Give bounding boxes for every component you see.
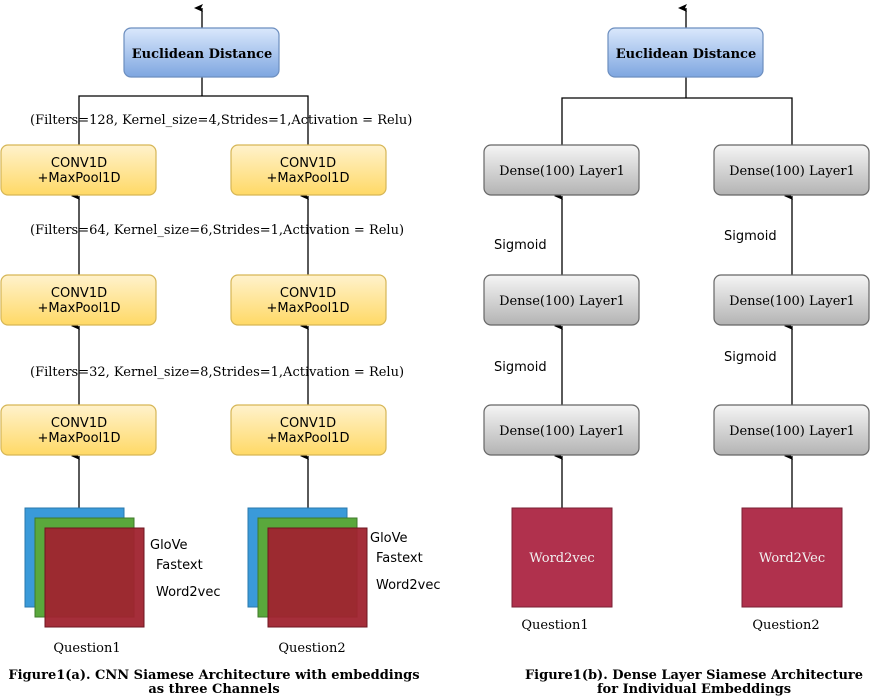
conv-node-q2-top: CONV1D +MaxPool1D xyxy=(230,144,387,196)
euclidean-distance-node-dense: Euclidean Distance xyxy=(607,27,764,78)
channel-word2vec xyxy=(267,527,368,628)
conv-label-line1: CONV1D xyxy=(51,286,107,301)
conv-node-q2-mid: CONV1D +MaxPool1D xyxy=(230,274,387,326)
edge-branch-join xyxy=(78,95,309,145)
channel-label-word2vec: Word2vec xyxy=(156,585,221,600)
question2-label: Question2 xyxy=(278,641,345,656)
word2vec-node-q1: Word2vec xyxy=(511,507,613,608)
conv-params-32: (Filters=32, Kernel_size=8,Strides=1,Act… xyxy=(30,365,404,380)
conv-node-q1-bottom: CONV1D +MaxPool1D xyxy=(0,404,157,456)
channel-label-word2vec: Word2vec xyxy=(376,578,441,593)
question1-label: Question1 xyxy=(521,618,588,633)
dense-edges xyxy=(554,4,793,508)
embedding-channels-q1: GloVe Fastext Word2vec xyxy=(24,507,221,628)
word2vec-label: Word2vec xyxy=(529,551,594,566)
conv-label-line1: CONV1D xyxy=(280,416,336,431)
edge-branch-join xyxy=(561,97,793,145)
dense-node-q1-top: Dense(100) Layer1 xyxy=(483,144,640,196)
channel-label-glove: GloVe xyxy=(370,531,408,546)
dense-node-q2-top: Dense(100) Layer1 xyxy=(713,144,870,196)
caption-cnn-line2: as three Channels xyxy=(148,682,279,697)
embedding-channels-q2: GloVe Fastext Word2vec xyxy=(247,507,441,628)
dense-label: Dense(100) Layer1 xyxy=(499,294,625,309)
dense-siamese-diagram: Euclidean Distance Dense(100) Layer1 Den… xyxy=(483,4,870,697)
conv-label-line2: +MaxPool1D xyxy=(267,171,350,186)
dense-label: Dense(100) Layer1 xyxy=(729,294,855,309)
dense-label: Dense(100) Layer1 xyxy=(729,164,855,179)
cnn-siamese-diagram: Euclidean Distance (Filters=128, Kernel_… xyxy=(0,4,441,697)
dense-node-q1-mid: Dense(100) Layer1 xyxy=(483,274,640,326)
conv-node-q1-top: CONV1D +MaxPool1D xyxy=(0,144,157,196)
cnn-edges xyxy=(71,4,309,508)
channel-label-fastext: Fastext xyxy=(376,551,423,566)
dense-node-q1-bottom: Dense(100) Layer1 xyxy=(483,404,640,456)
conv-label-line2: +MaxPool1D xyxy=(38,301,121,316)
conv-node-q1-mid: CONV1D +MaxPool1D xyxy=(0,274,157,326)
conv-label-line1: CONV1D xyxy=(51,156,107,171)
channel-label-fastext: Fastext xyxy=(156,558,203,573)
conv-params-64: (Filters=64, Kernel_size=6,Strides=1,Act… xyxy=(30,223,404,238)
conv-label-line2: +MaxPool1D xyxy=(267,301,350,316)
euclidean-distance-label: Euclidean Distance xyxy=(616,47,757,62)
channel-label-glove: GloVe xyxy=(150,538,188,553)
conv-label-line1: CONV1D xyxy=(280,286,336,301)
conv-label-line1: CONV1D xyxy=(51,416,107,431)
activation-label-q2-upper: Sigmoid xyxy=(724,229,777,244)
word2vec-node-q2: Word2Vec xyxy=(741,507,843,608)
conv-node-q2-bottom: CONV1D +MaxPool1D xyxy=(230,404,387,456)
activation-label-q2-lower: Sigmoid xyxy=(724,350,777,365)
caption-dense-line2: for Individual Embeddings xyxy=(597,682,791,697)
dense-node-q2-bottom: Dense(100) Layer1 xyxy=(713,404,870,456)
euclidean-distance-node-cnn: Euclidean Distance xyxy=(123,27,280,78)
dense-label: Dense(100) Layer1 xyxy=(499,164,625,179)
caption-dense-line1: Figure1(b). Dense Layer Siamese Architec… xyxy=(525,668,863,683)
conv-label-line2: +MaxPool1D xyxy=(267,431,350,446)
word2vec-label: Word2Vec xyxy=(759,551,825,566)
conv-label-line1: CONV1D xyxy=(280,156,336,171)
dense-label: Dense(100) Layer1 xyxy=(729,424,855,439)
dense-node-q2-mid: Dense(100) Layer1 xyxy=(713,274,870,326)
conv-label-line2: +MaxPool1D xyxy=(38,431,121,446)
activation-label-q1-lower: Sigmoid xyxy=(494,360,547,375)
caption-cnn-line1: Figure1(a). CNN Siamese Architecture wit… xyxy=(8,668,419,683)
channel-word2vec xyxy=(44,527,145,628)
question2-label: Question2 xyxy=(752,618,819,633)
conv-params-128: (Filters=128, Kernel_size=4,Strides=1,Ac… xyxy=(30,113,412,128)
conv-label-line2: +MaxPool1D xyxy=(38,171,121,186)
dense-label: Dense(100) Layer1 xyxy=(499,424,625,439)
euclidean-distance-label: Euclidean Distance xyxy=(132,47,273,62)
question1-label: Question1 xyxy=(53,641,120,656)
activation-label-q1-upper: Sigmoid xyxy=(494,238,547,253)
